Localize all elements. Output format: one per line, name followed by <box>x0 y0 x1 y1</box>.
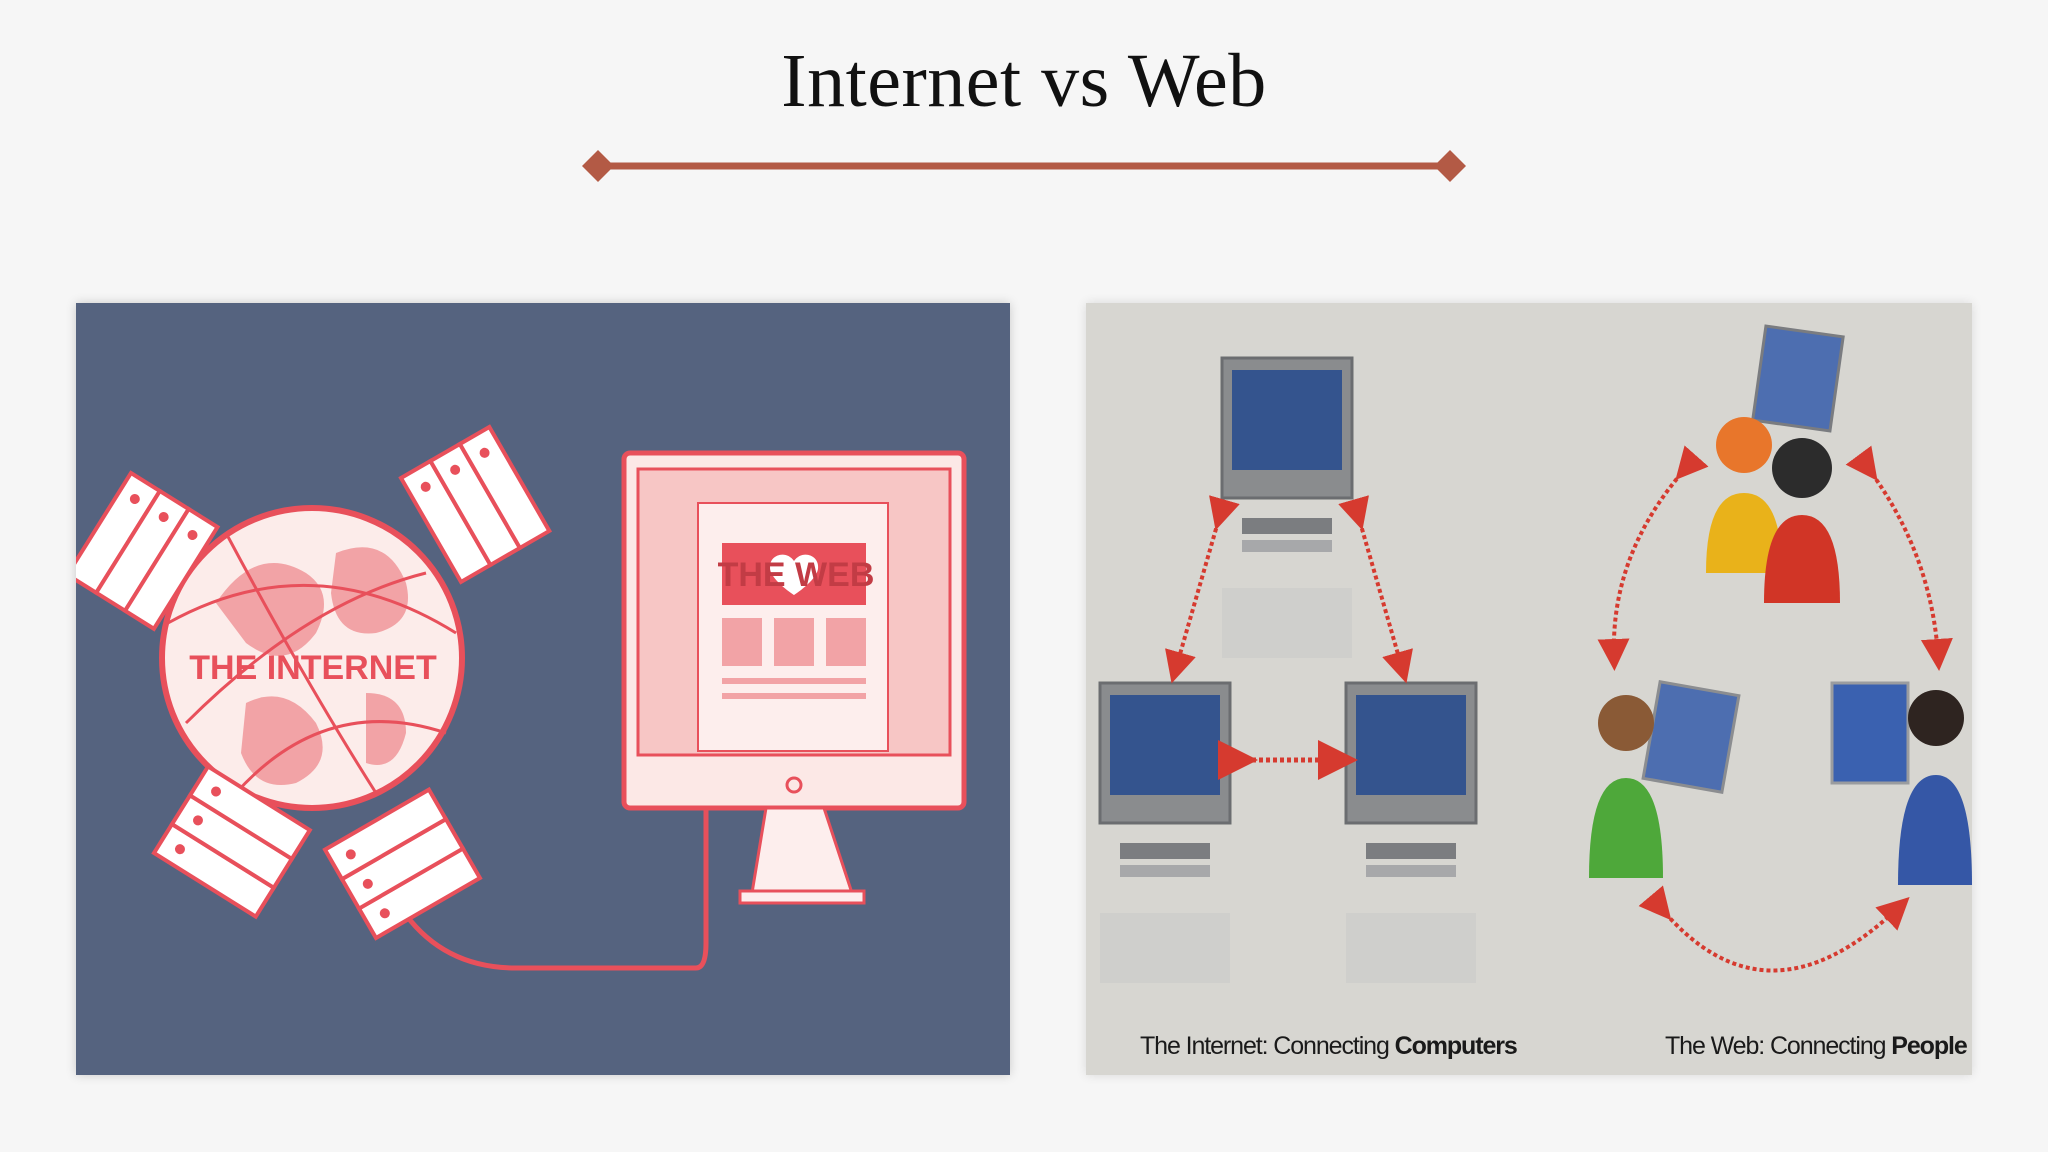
slide-title: Internet vs Web <box>781 39 1267 123</box>
globe-icon <box>159 505 465 811</box>
illustration-svg: THE INTERNET <box>76 424 967 971</box>
link-arrow <box>1638 885 1910 973</box>
person-at-computer-icon <box>1830 681 1972 885</box>
server-icon <box>76 470 221 632</box>
link-arrow <box>1597 445 1709 671</box>
caption-internet-prefix: The Internet: Connecting <box>1140 1032 1395 1060</box>
link-arrow <box>1845 445 1953 671</box>
internet-web-illustration: THE INTERNET <box>76 303 1010 1075</box>
internet-label: THE INTERNET <box>189 649 437 687</box>
connecting-svg <box>1098 324 1972 983</box>
caption-web-prefix: The Web: Connecting <box>1665 1032 1892 1060</box>
monitor-icon <box>621 450 967 905</box>
caption-internet-bold: Computers <box>1394 1032 1518 1060</box>
person-at-computer-icon <box>1589 680 1741 878</box>
caption-web-bold: People <box>1891 1032 1967 1060</box>
link-arrow <box>1338 495 1413 684</box>
divider-left-diamond <box>582 150 614 182</box>
connecting-diagram: The Internet: Connecting Computers The W… <box>1086 303 1972 1075</box>
title-divider <box>582 150 1466 182</box>
server-icon <box>151 763 313 920</box>
computer-icon <box>1344 681 1478 983</box>
network-cable <box>404 803 709 971</box>
divider-right-diamond <box>1434 150 1466 182</box>
caption-web: The Web: Connecting People <box>1665 1032 1968 1061</box>
caption-internet: The Internet: Connecting Computers <box>1140 1032 1518 1061</box>
server-icon <box>322 786 483 941</box>
web-label: THE WEB <box>718 556 875 594</box>
server-icon <box>398 424 553 585</box>
people-group-icon <box>1706 324 1845 603</box>
computer-icon <box>1098 681 1232 983</box>
link-arrow <box>1165 495 1240 684</box>
computer-icon <box>1220 356 1354 658</box>
